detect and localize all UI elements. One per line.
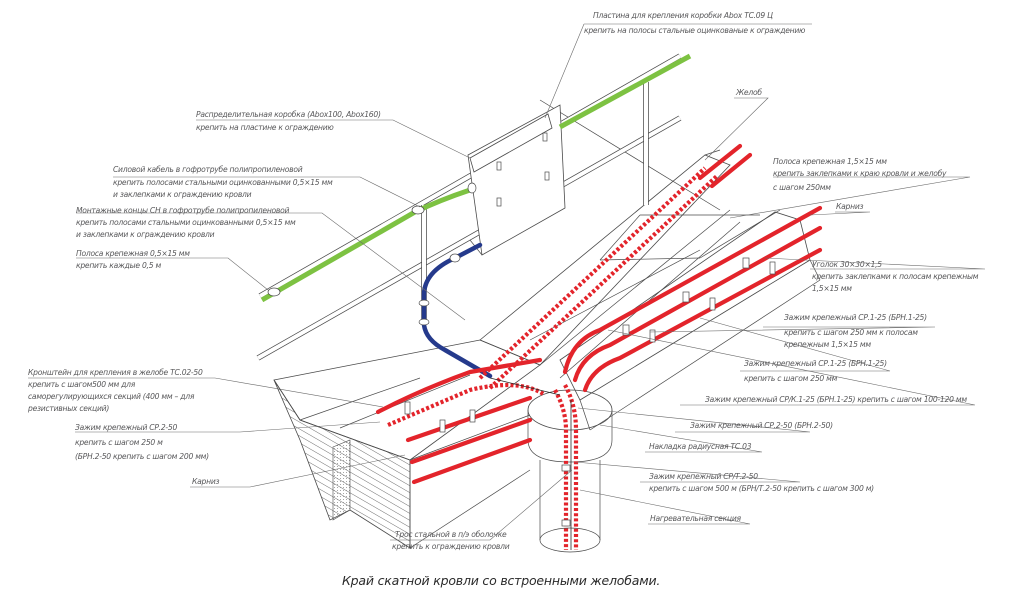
roof-slab-right xyxy=(559,211,811,401)
power-cable-segment xyxy=(558,53,692,130)
label-strip-15: Полоса крепежная 1,5×15 мм крепить закле… xyxy=(773,157,947,192)
label-text: и заклепками к ограждению кровли xyxy=(113,190,252,199)
label-junction-box: Распределительная коробка (Abox100, Abox… xyxy=(196,110,381,132)
power-cable xyxy=(260,53,692,303)
label-text: крепить каждые 0,5 м xyxy=(76,261,161,270)
label-text: крепить полосами стальными оцинкованными… xyxy=(76,218,296,227)
label-heating-section: Нагревательная секция xyxy=(650,514,742,523)
label-text: Зажим крепежный СР/Т.2-50 xyxy=(649,472,758,481)
label-bracket: Кронштейн для крепления в желобе ТС.02-5… xyxy=(27,368,203,413)
heating-section xyxy=(709,152,753,189)
heating-section xyxy=(409,417,533,465)
label-clamp-srk: Зажим крепежный СР/К.1-25 (БРН.1-25) кре… xyxy=(705,395,968,404)
roof-railing xyxy=(256,53,682,361)
label-clamp-sr1-b: Зажим крепежный СР.1-25 (БРН.1-25) крепи… xyxy=(744,359,887,383)
mounting-ends-cable xyxy=(418,242,493,379)
label-text: Нагревательная секция xyxy=(650,514,742,523)
label-text: Карниз xyxy=(192,477,220,486)
power-cable-segment xyxy=(260,187,471,303)
label-text: крепить с шагом 250 мм к полосам xyxy=(784,328,918,337)
label-text: крепить к ограждению кровли xyxy=(392,542,510,551)
label-strip-05: Полоса крепежная 0,5×15 мм крепить кажды… xyxy=(76,249,190,270)
downpipe xyxy=(527,389,613,553)
label-text: Накладка радиусная ТС.03 xyxy=(649,442,752,451)
heating-section xyxy=(553,388,569,550)
label-gutter: Желоб xyxy=(735,88,763,97)
label-eaves-left: Карниз xyxy=(192,477,220,486)
label-text: Распределительная коробка (Abox100, Abox… xyxy=(196,110,381,119)
heating-section xyxy=(488,173,720,390)
figure-caption: Край скатной кровли со встроенными желоб… xyxy=(342,573,660,588)
heating-section xyxy=(387,382,547,427)
label-text: Желоб xyxy=(735,88,762,97)
label-steel-cable: Трос стальной в п/э оболочке крепить к о… xyxy=(392,530,510,551)
heating-section xyxy=(697,143,743,181)
wall-opening xyxy=(332,439,351,521)
roof-structure xyxy=(273,99,821,549)
label-eaves-right: Карниз xyxy=(836,202,864,211)
leader-lines xyxy=(28,23,986,541)
junction-box xyxy=(469,113,553,173)
label-radius-overlay: Накладка радиусная ТС.03 xyxy=(649,442,752,451)
label-text: Кронштейн для крепления в желобе ТС.02-5… xyxy=(28,368,203,377)
label-clamp-srt: Зажим крепежный СР/Т.2-50 крепить с шаго… xyxy=(649,472,874,493)
label-text: крепить с шагом500 мм для xyxy=(28,380,136,389)
gutter-central xyxy=(479,154,731,366)
label-text: Пластина для крепления коробки Abox TC.0… xyxy=(593,11,773,20)
label-text: Уголок 30×30×1,5 xyxy=(812,260,882,269)
label-text: резистивных секций) xyxy=(27,404,109,413)
label-text: крепить заклепками к полосам крепежным xyxy=(812,272,979,281)
heating-cables xyxy=(375,143,823,550)
heating-section xyxy=(411,437,533,485)
label-text: Зажим крепежный СР.2-50 (БРН.2-50) xyxy=(690,421,833,430)
label-text: Карниз xyxy=(836,202,864,211)
label-text: крепить полосами стальными оцинкованными… xyxy=(113,178,333,187)
label-text: Полоса крепежная 0,5×15 мм xyxy=(76,249,190,258)
label-text: Трос стальной в п/э оболочке xyxy=(395,530,507,539)
label-text: Полоса крепежная 1,5×15 мм xyxy=(773,157,887,166)
label-text: саморегулирующихся секций (400 мм – для xyxy=(28,392,195,401)
label-text: крепить на пластине к ограждению xyxy=(196,123,334,132)
label-plate: Пластина для крепления коробки Abox TC.0… xyxy=(584,11,806,35)
junction-box-assembly xyxy=(467,104,566,256)
label-mounting-ends: Монтажные концы СН в гофротрубе полипроп… xyxy=(76,206,296,239)
label-clamp-sr2-left: Зажим крепежный СР.2-50 крепить с шагом … xyxy=(75,423,209,461)
label-text: Зажим крепежный СР/К.1-25 (БРН.1-25) кре… xyxy=(705,395,967,404)
mounting-ends-segment xyxy=(421,242,493,379)
label-text: крепить на полосы стальные оцинкованые к… xyxy=(584,26,806,35)
label-text: крепить с шагом 250 м xyxy=(75,438,163,447)
label-text: Силовой кабель в гофротрубе полипропилен… xyxy=(113,165,303,174)
mounting-plate xyxy=(467,104,566,256)
label-text: Зажим крепежный СР.2-50 xyxy=(75,423,178,432)
label-text: крепить с шагом 250 мм xyxy=(744,374,838,383)
heating-section xyxy=(375,357,543,415)
heating-section xyxy=(572,225,823,383)
heating-section xyxy=(562,205,823,375)
label-power-cable: Силовой кабель в гофротрубе полипропилен… xyxy=(113,165,333,199)
label-text: Зажим крепежный СР.1-25 (БРН.1-25) xyxy=(784,313,927,322)
heating-section xyxy=(478,166,707,380)
heating-section xyxy=(582,247,823,393)
label-text: крепить заклепками к краю кровли и желоб… xyxy=(773,169,947,178)
label-clamp-sr1-a: Зажим крепежный СР.1-25 (БРН.1-25) крепи… xyxy=(784,313,927,349)
label-text: (БРН.2-50 крепить с шагом 200 мм) xyxy=(75,452,209,461)
label-text: крепежным 1,5×15 мм xyxy=(784,340,871,349)
label-clamp-sr2-right: Зажим крепежный СР.2-50 (БРН.2-50) xyxy=(690,421,833,430)
label-angle: Уголок 30×30×1,5 крепить заклепками к по… xyxy=(812,260,979,293)
label-text: и заклепками к ограждению кровли xyxy=(76,230,215,239)
label-text: 1,5×15 мм xyxy=(812,284,852,293)
label-text: с шагом 250мм xyxy=(773,183,831,192)
heating-section xyxy=(405,395,533,443)
label-text: Зажим крепежный СР.1-25 (БРН.1-25) xyxy=(744,359,887,368)
label-text: Монтажные концы СН в гофротрубе полипроп… xyxy=(76,206,290,215)
label-text: крепить с шагом 500 м (БРН/Т.2-50 крепит… xyxy=(649,484,874,493)
